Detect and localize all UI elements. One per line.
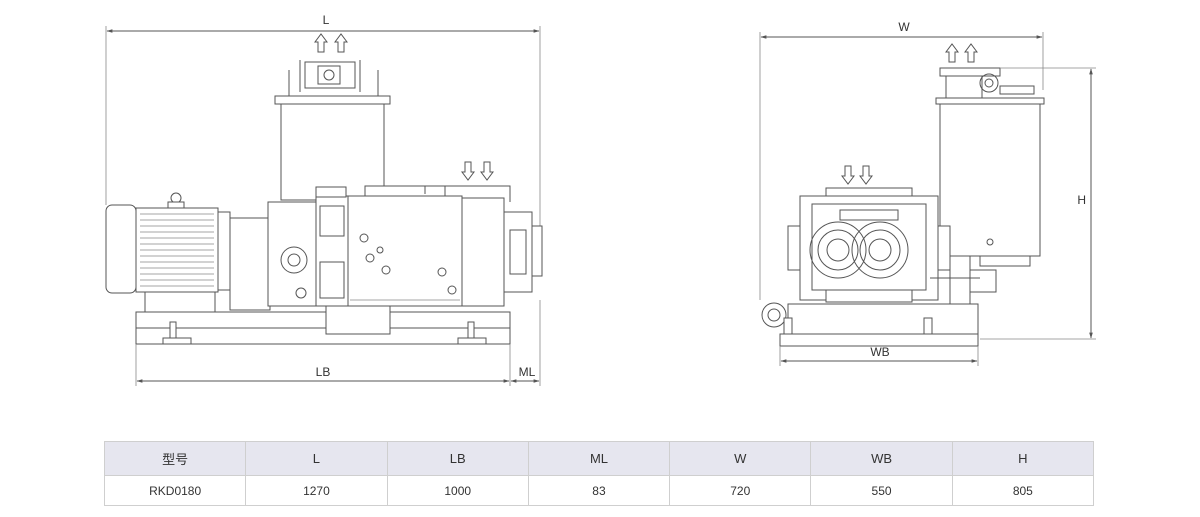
header-W: W: [669, 441, 812, 476]
tank-top-bracket: [288, 60, 379, 96]
side-outlet-arrows-icon: [945, 43, 978, 63]
side-piping: [930, 255, 997, 307]
inlet-arrows-icon: [461, 161, 494, 181]
dimension-label-LB: LB: [316, 365, 331, 379]
side-inlet-arrows-icon: [841, 165, 873, 185]
side-view: W: [759, 20, 1096, 366]
cell-H: 805: [951, 475, 1095, 506]
cell-W: 720: [669, 475, 812, 506]
dimension-label-H: H: [1077, 193, 1086, 207]
table-row: RKD0180 1270 1000 83 720 550 805: [103, 475, 1095, 506]
spec-table-header-row: 型号 L LB ML W WB H: [103, 441, 1095, 476]
outlet-arrows-icon: [314, 33, 348, 53]
header-model: 型号: [103, 441, 247, 476]
base-frame: [135, 305, 511, 345]
side-base-frame: [761, 302, 979, 347]
header-WB: WB: [810, 441, 953, 476]
header-ML: ML: [527, 441, 671, 476]
side-oil-tank: [935, 67, 1045, 267]
technical-drawing: L: [105, 13, 1096, 386]
side-pump-head: [787, 187, 951, 303]
cell-model: RKD0180: [103, 475, 247, 506]
header-H: H: [951, 441, 1095, 476]
front-view: L: [105, 13, 543, 386]
dimension-ML: ML: [510, 300, 541, 386]
dimension-label-W: W: [898, 20, 910, 34]
dimension-label-L: L: [323, 13, 330, 27]
pump-body: [347, 185, 463, 307]
spec-table: 型号 L LB ML W WB H RKD0180 1270 1000 83 7…: [103, 441, 1095, 506]
oil-tank: [274, 95, 391, 201]
cell-WB: 550: [810, 475, 953, 506]
dimension-WB: WB: [779, 345, 979, 366]
motor: [105, 192, 271, 313]
gearbox: [267, 186, 349, 307]
cell-L: 1270: [245, 475, 388, 506]
cell-ML: 83: [527, 475, 671, 506]
header-L: L: [245, 441, 388, 476]
dimension-L: L: [105, 13, 541, 230]
dimension-W: W: [759, 20, 1044, 300]
dimension-label-WB: WB: [870, 345, 889, 359]
dimension-LB: LB: [135, 344, 511, 386]
rear-housing: [424, 185, 543, 307]
header-LB: LB: [386, 441, 529, 476]
cell-LB: 1000: [386, 475, 529, 506]
dimension-label-ML: ML: [519, 365, 536, 379]
dimension-H: H: [980, 67, 1096, 340]
